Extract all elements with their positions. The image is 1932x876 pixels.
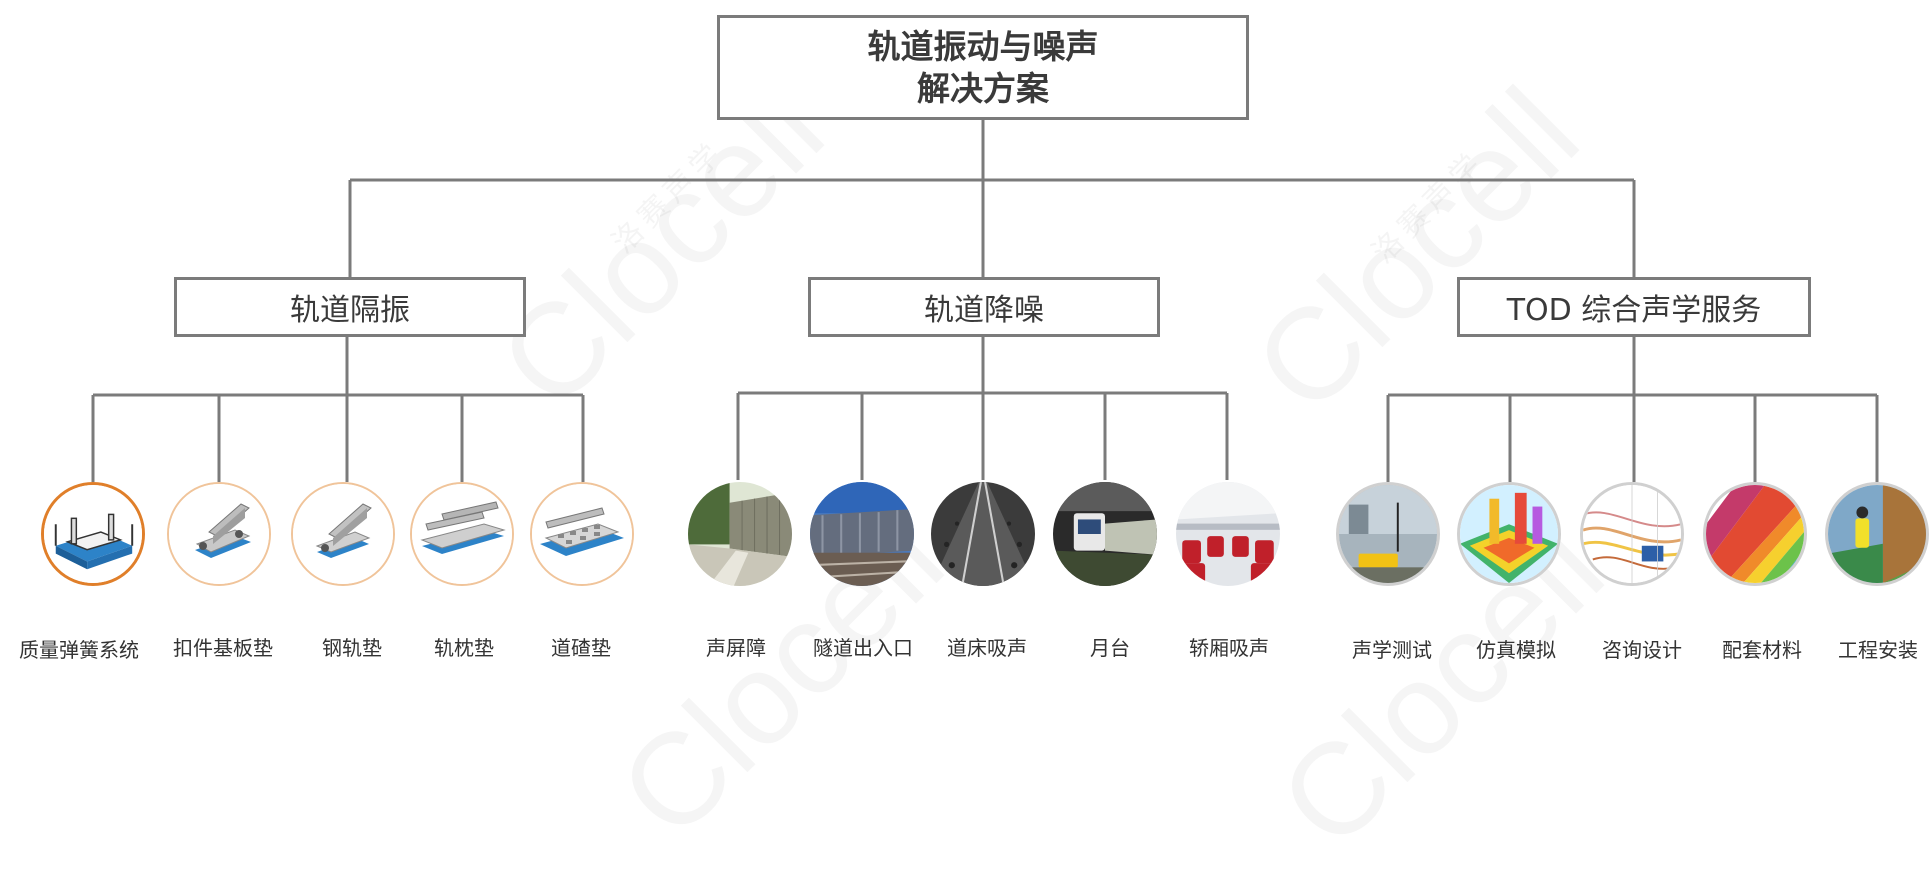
leaf-label-ballast-mat: 道碴垫 [551,636,611,660]
leaf-label-simulation: 仿真模拟 [1476,638,1556,662]
consulting-design-photo [1580,482,1684,586]
category-label: TOD 综合声学服务 [1506,293,1762,328]
sound-barrier-photo [688,482,792,586]
installation-photo [1825,482,1929,586]
leaf-label-sleeper-pad: 轨枕垫 [434,636,494,660]
mass-spring-system-icon [41,482,145,586]
leaf-label-tunnel-portal: 隧道出入口 [813,636,913,660]
leaf-label-carriage-absorption: 轿厢吸声 [1189,636,1269,660]
leaf-label-supporting-materials: 配套材料 [1722,638,1802,662]
leaf-label-acoustic-testing: 声学测试 [1352,638,1432,662]
root-node: 轨道振动与噪声 解决方案 [717,15,1249,120]
rail-pad-icon [291,482,395,586]
supporting-materials-photo [1703,482,1807,586]
leaf-label-consulting-design: 咨询设计 [1602,638,1682,662]
sleeper-pad-icon [410,482,514,586]
leaf-label-fastener-baseplate-pad: 扣件基板垫 [173,636,273,660]
leaf-label-sound-barrier: 声屏障 [706,636,766,660]
category-label: 轨道降噪 [924,293,1044,328]
leaf-label-installation: 工程安装 [1838,638,1918,662]
tunnel-portal-photo [810,482,914,586]
category-tod-acoustic-services: TOD 综合声学服务 [1457,277,1811,337]
root-title-line2: 解决方案 [917,68,1049,108]
root-title-line1: 轨道振动与噪声 [867,26,1099,66]
category-label: 轨道隔振 [290,293,410,328]
leaf-label-trackbed-absorption: 道床吸声 [947,636,1027,660]
platform-photo [1053,482,1157,586]
connector-lines [91,120,1879,482]
ballast-mat-icon [530,482,634,586]
carriage-absorption-photo [1176,482,1280,586]
leaf-label-mass-spring-system: 质量弹簧系统 [19,638,139,662]
leaf-label-platform: 月台 [1090,636,1130,660]
category-track-vibration-isolation: 轨道隔振 [174,277,526,337]
simulation-photo [1457,482,1561,586]
fastener-baseplate-pad-icon [167,482,271,586]
category-track-noise-reduction: 轨道降噪 [808,277,1160,337]
leaf-label-rail-pad: 钢轨垫 [322,636,382,660]
trackbed-absorption-photo [931,482,1035,586]
acoustic-testing-photo [1336,482,1440,586]
